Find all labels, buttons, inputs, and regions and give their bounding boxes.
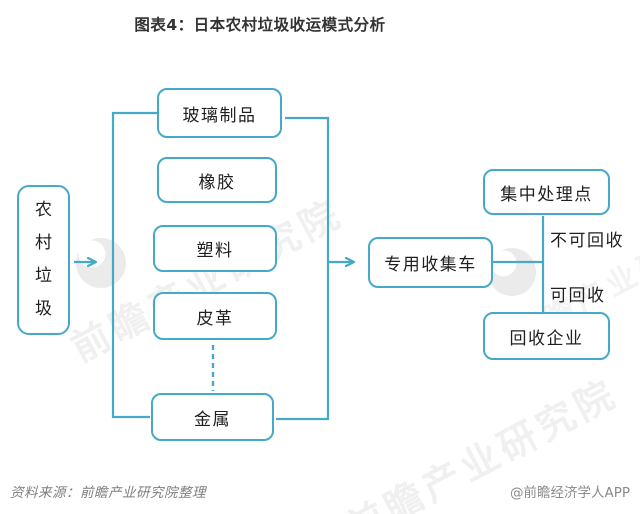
source-note: 资料来源：前瞻产业研究院整理	[10, 485, 206, 501]
chart-title: 图表4：日本农村垃圾收运模式分析	[134, 16, 386, 34]
category-box-rubber: 橡胶	[157, 157, 277, 203]
collection-vehicle-box: 专用收集车	[368, 237, 493, 288]
category-box-metal: 金属	[151, 393, 274, 441]
central-processing-box: 集中处理点	[483, 169, 610, 215]
watermark-logo-icon	[488, 248, 536, 296]
label-non-recyclable: 不可回收	[550, 231, 624, 251]
rural-waste-label: 农村垃圾	[34, 199, 52, 320]
rural-waste-box: 农村垃圾	[17, 185, 70, 335]
label-recyclable: 可回收	[550, 286, 606, 306]
bracket-left	[111, 111, 157, 419]
watermark-credit: @前瞻经济学人APP	[509, 485, 630, 501]
category-box-glass: 玻璃制品	[157, 88, 282, 138]
bracket-right	[276, 116, 330, 421]
category-box-plastic: 塑料	[153, 225, 277, 272]
category-box-leather: 皮革	[153, 292, 277, 340]
recycling-company-box: 回收企业	[483, 312, 610, 360]
